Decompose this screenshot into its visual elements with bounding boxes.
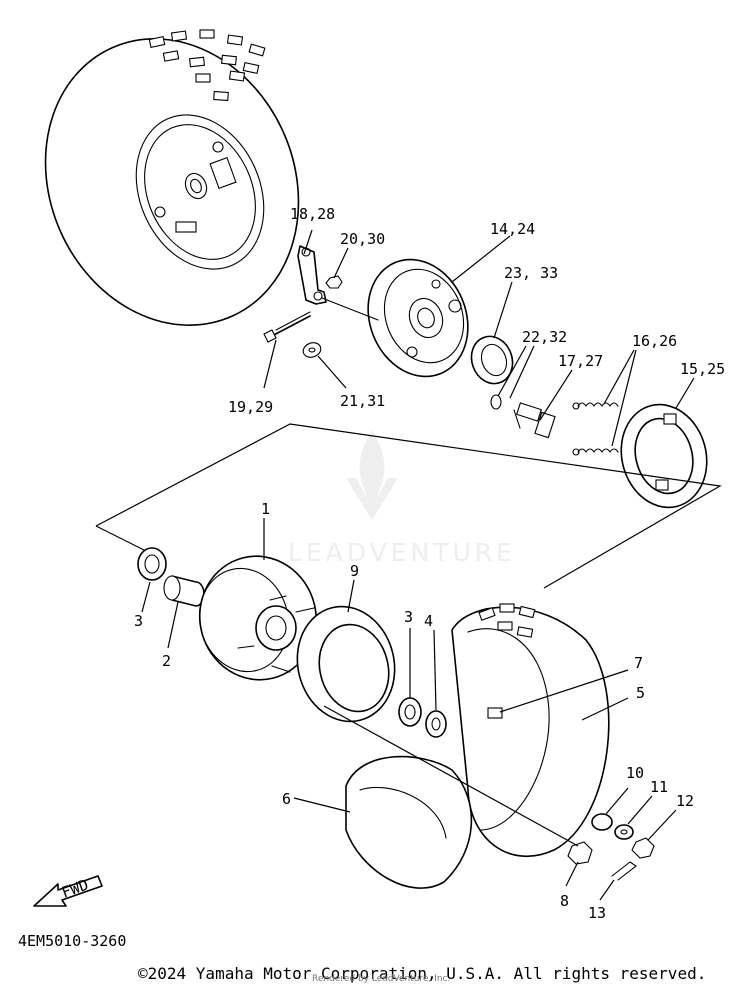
rim-6	[345, 755, 473, 889]
brake-shoe-plate	[367, 258, 469, 378]
dust-cover-9	[296, 605, 396, 723]
washer-21-31	[302, 342, 322, 358]
camshaft-lever	[297, 245, 379, 321]
wheel-hub-1	[198, 555, 318, 681]
callout-11: 11	[650, 778, 668, 796]
callout-18-28: 18,28	[290, 205, 335, 223]
callout-labels: 18,28 20,30 14,24 23, 33 22,32 17,27 16,…	[134, 205, 725, 922]
callout-2: 2	[162, 652, 171, 670]
tire-wheel-assembly-top	[44, 29, 300, 326]
callout-3-left: 3	[134, 612, 143, 630]
leadventure-watermark-logo: LEADVENTURE	[288, 430, 516, 567]
callout-19-29: 19,29	[228, 398, 273, 416]
callout-6: 6	[282, 790, 291, 808]
brake-shoe-kit-15-25	[620, 403, 708, 509]
nut-8	[567, 841, 593, 865]
callout-12: 12	[676, 792, 694, 810]
fwd-label: FWD	[59, 876, 91, 902]
sub-assembly-outline	[95, 423, 722, 589]
callout-20-30: 20,30	[340, 230, 385, 248]
callout-5: 5	[636, 684, 645, 702]
callout-14-24: 14,24	[490, 220, 535, 238]
washer-10	[591, 813, 613, 831]
callout-8: 8	[560, 892, 569, 910]
bearing-right	[398, 697, 422, 727]
callout-4: 4	[424, 612, 433, 630]
brake-camshaft-17-27	[513, 402, 556, 439]
watermark-text: LEADVENTURE	[288, 538, 516, 567]
callout-15-25: 15,25	[680, 360, 725, 378]
o-ring-22-32	[490, 394, 502, 410]
leader-lines	[141, 229, 695, 901]
copyright-notice: ©2024 Yamaha Motor Corporation, U.S.A. A…	[138, 964, 707, 983]
callout-22-32: 22,32	[522, 328, 567, 346]
rendered-by-credit: Rendered by LeadVenture, Inc.	[312, 974, 451, 984]
spacer-2	[163, 575, 205, 607]
diagram-part-number: 4EM5010-3260	[18, 932, 127, 950]
callout-1: 1	[261, 500, 270, 518]
oil-seal-23-33	[470, 335, 514, 385]
washer-11	[614, 824, 634, 840]
castle-nut-12	[631, 837, 655, 859]
bearing-left	[137, 547, 167, 581]
forward-direction-arrow: FWD	[33, 875, 103, 907]
bolt-19-29	[263, 311, 311, 343]
callout-17-27: 17,27	[558, 352, 603, 370]
callout-7: 7	[634, 654, 643, 672]
callout-16-26: 16,26	[632, 332, 677, 350]
callout-10: 10	[626, 764, 644, 782]
cotter-pin-13	[611, 861, 637, 881]
valve-7	[487, 707, 503, 719]
callout-21-31: 21,31	[340, 392, 385, 410]
return-springs-16-26	[572, 402, 619, 456]
callout-3-right: 3	[404, 608, 413, 626]
callout-13: 13	[588, 904, 606, 922]
collar-4	[425, 710, 447, 738]
callout-9: 9	[350, 562, 359, 580]
nut-20-30	[325, 275, 343, 289]
tire-5	[451, 603, 610, 858]
callout-23-33: 23, 33	[504, 264, 558, 282]
